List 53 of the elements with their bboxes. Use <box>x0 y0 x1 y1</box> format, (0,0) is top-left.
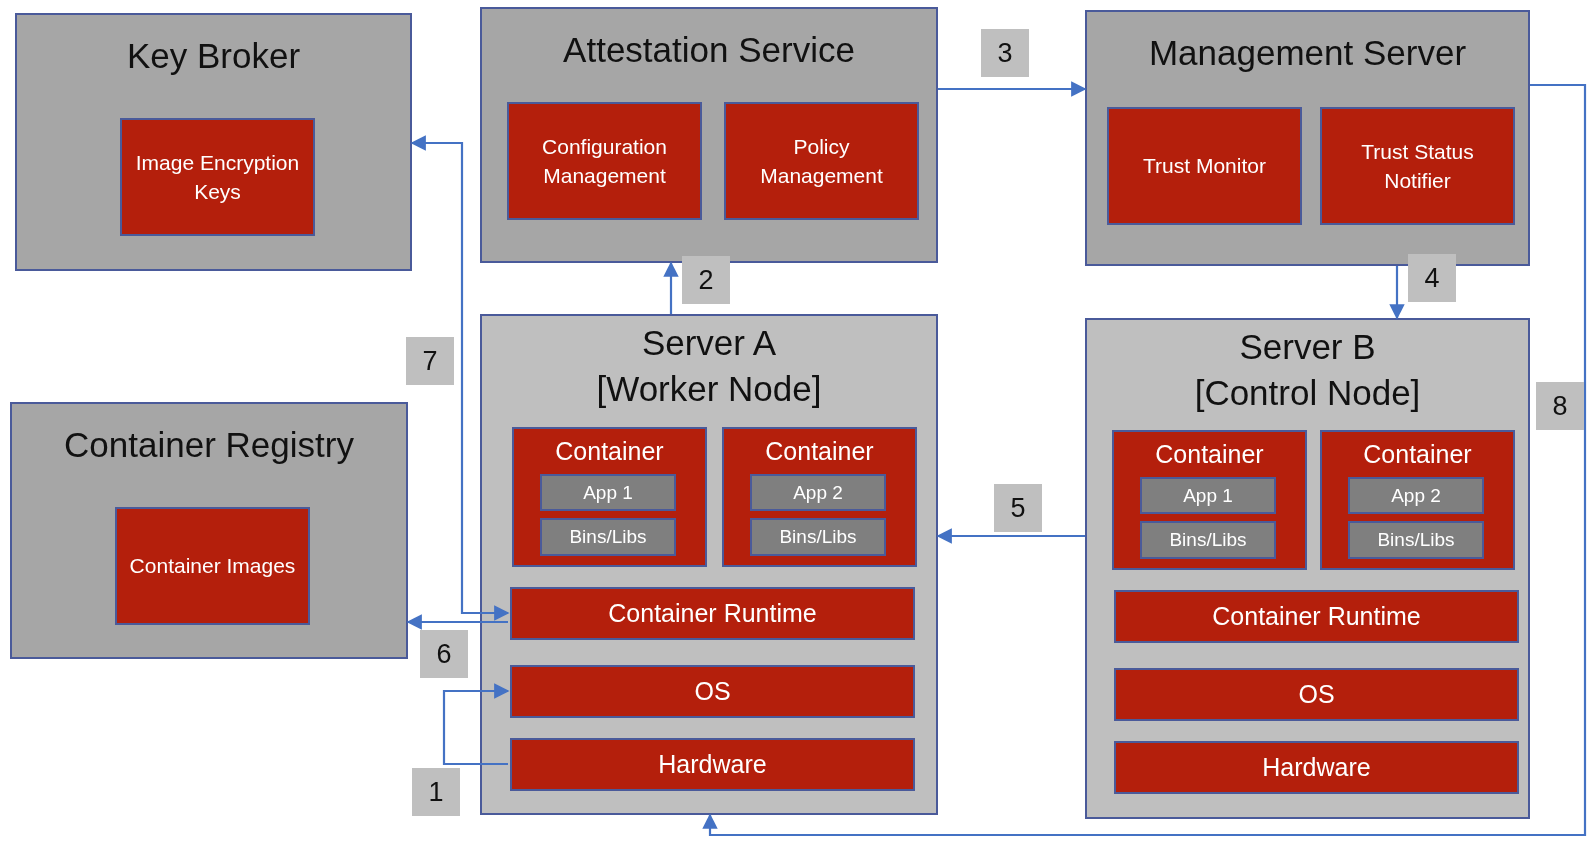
panel-title: Attestation Service <box>563 29 855 71</box>
panel-title: Container <box>765 436 874 467</box>
step-number: 2 <box>682 256 730 304</box>
container-box <box>1112 430 1307 570</box>
panel-title: Container <box>1363 439 1472 470</box>
panel-title: Container Registry <box>64 424 354 466</box>
component-box: Policy Management <box>724 102 919 220</box>
component-box: Trust Status Notifier <box>1320 107 1515 225</box>
layer-bar: OS <box>510 665 915 718</box>
panel-title: Container <box>555 436 664 467</box>
service-panel <box>10 402 408 659</box>
container-box <box>1320 430 1515 570</box>
step-number: 5 <box>994 484 1042 532</box>
server-panel <box>480 314 938 815</box>
component-box: Configuration Management <box>507 102 702 220</box>
component-box: Container Images <box>115 507 310 625</box>
panel-title: Management Server <box>1148 32 1467 74</box>
step-number: 4 <box>1408 254 1456 302</box>
component-box: Image Encryption Keys <box>120 118 315 236</box>
layer-bar: Hardware <box>1114 741 1519 794</box>
app-box: Bins/Libs <box>750 518 886 556</box>
service-panel <box>1085 10 1530 266</box>
step-number: 8 <box>1536 382 1584 430</box>
arrow <box>663 261 679 314</box>
service-panel <box>15 13 412 271</box>
step-number: 6 <box>420 630 468 678</box>
service-panel <box>480 7 938 263</box>
app-box: Bins/Libs <box>1140 521 1276 559</box>
component-box: Trust Monitor <box>1107 107 1302 225</box>
panel-title: Server B [Control Node] <box>1193 326 1422 414</box>
panel-title: Server A [Worker Node] <box>595 322 823 410</box>
layer-bar: Container Runtime <box>1114 590 1519 643</box>
step-number: 7 <box>406 337 454 385</box>
layer-bar: Hardware <box>510 738 915 791</box>
step-number: 1 <box>412 768 460 816</box>
layer-bar: Container Runtime <box>510 587 915 640</box>
arrow <box>702 83 1587 837</box>
container-box <box>512 427 707 567</box>
layer-bar: OS <box>1114 668 1519 721</box>
arrow <box>938 81 1087 97</box>
server-panel <box>1085 318 1530 819</box>
app-box: App 1 <box>1140 477 1276 514</box>
step-number: 3 <box>981 29 1029 77</box>
panel-title: Container <box>1155 439 1264 470</box>
container-box <box>722 427 917 567</box>
panel-title: Key Broker <box>126 35 301 77</box>
app-box: Bins/Libs <box>540 518 676 556</box>
app-box: App 2 <box>750 474 886 511</box>
app-box: Bins/Libs <box>1348 521 1484 559</box>
arrow <box>1389 266 1405 320</box>
app-box: App 2 <box>1348 477 1484 514</box>
arrow <box>442 683 510 766</box>
app-box: App 1 <box>540 474 676 511</box>
